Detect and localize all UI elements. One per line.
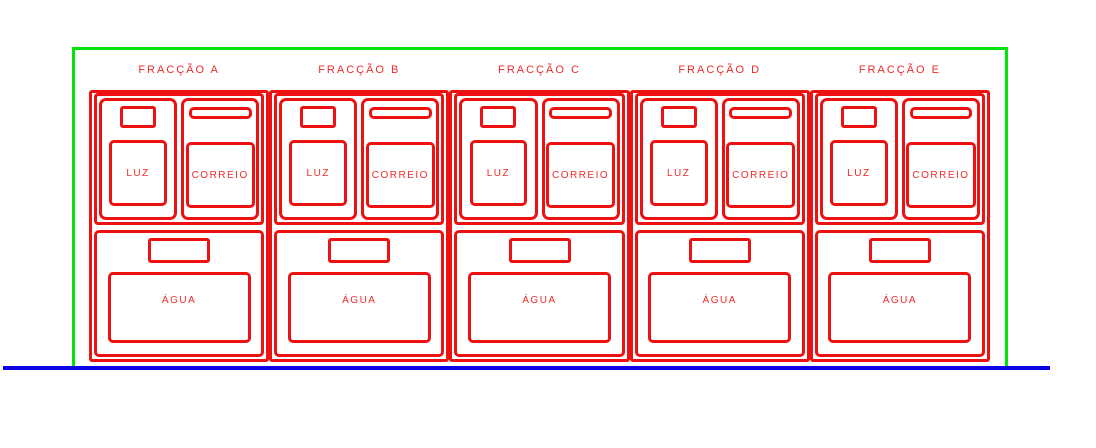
fraction-label-d: FRACÇÃO D [678,64,762,76]
building-outline [72,47,1008,366]
agua-label-plate: ÁGUA [468,272,611,343]
meters-box: LUZ CORREIO [94,93,265,225]
fraction-column-b: LUZ CORREIO ÁGUA [269,90,450,362]
mail-slot [549,107,612,119]
meters-box: LUZ CORREIO [814,93,986,225]
mail-slot [729,107,793,119]
agua-window [508,238,571,263]
fraction-label-b: FRACÇÃO B [318,64,401,76]
correio-mailbox-panel: CORREIO [181,98,260,220]
meters-box: LUZ CORREIO [634,93,805,225]
luz-meter-panel: LUZ [819,98,898,220]
luz-label-plate: LUZ [109,140,167,206]
mail-slot [188,107,252,119]
fraction-label-c: FRACÇÃO C [498,64,581,76]
luz-window [840,106,877,128]
correio-label-plate: CORREIO [726,142,796,208]
correio-mailbox-panel: CORREIO [901,98,981,220]
correio-label-plate: CORREIO [185,142,255,208]
mail-slot [369,107,432,119]
correio-mailbox-panel: CORREIO [721,98,800,220]
agua-meter-box: ÁGUA [274,230,445,357]
luz-meter-panel: LUZ [639,98,718,220]
fraction-label-a: FRACÇÃO A [138,64,220,76]
agua-meter-box: ÁGUA [814,230,986,357]
agua-meter-box: ÁGUA [454,230,625,357]
luz-label-plate: LUZ [289,140,348,206]
ground-line [3,366,1050,370]
luz-window [660,106,697,128]
luz-meter-panel: LUZ [459,98,538,220]
agua-label-plate: ÁGUA [828,272,972,343]
agua-meter-box: ÁGUA [634,230,805,357]
correio-label-plate: CORREIO [365,142,435,208]
fraction-column-d: LUZ CORREIO ÁGUA [629,90,810,362]
agua-window [328,238,391,263]
meters-box: LUZ CORREIO [454,93,625,225]
fraction-labels-row: FRACÇÃO A FRACÇÃO B FRACÇÃO C FRACÇÃO D … [89,64,990,76]
luz-label-plate: LUZ [469,140,528,206]
agua-meter-box: ÁGUA [94,230,265,357]
correio-label-plate: CORREIO [545,142,616,208]
agua-label-plate: ÁGUA [287,272,431,343]
fraction-column-c: LUZ CORREIO ÁGUA [449,90,630,362]
agua-label-plate: ÁGUA [107,272,251,343]
mail-slot [909,107,973,119]
luz-window [480,106,517,128]
fraction-label-e: FRACÇÃO E [858,64,941,76]
fraction-column-e: LUZ CORREIO ÁGUA [809,90,991,362]
meters-box: LUZ CORREIO [274,93,445,225]
agua-window [148,238,211,263]
luz-meter-panel: LUZ [279,98,358,220]
luz-window [120,106,157,128]
correio-label-plate: CORREIO [906,142,976,208]
luz-window [300,106,337,128]
correio-mailbox-panel: CORREIO [361,98,440,220]
luz-label-plate: LUZ [830,140,888,206]
meter-columns-row: LUZ CORREIO ÁGUA LUZ CORREIO ÁGUA [89,90,991,362]
agua-label-plate: ÁGUA [648,272,792,343]
fraction-column-a: LUZ CORREIO ÁGUA [89,90,270,362]
agua-window [688,238,751,263]
luz-label-plate: LUZ [649,140,708,206]
agua-window [868,238,931,263]
luz-meter-panel: LUZ [99,98,178,220]
correio-mailbox-panel: CORREIO [541,98,620,220]
